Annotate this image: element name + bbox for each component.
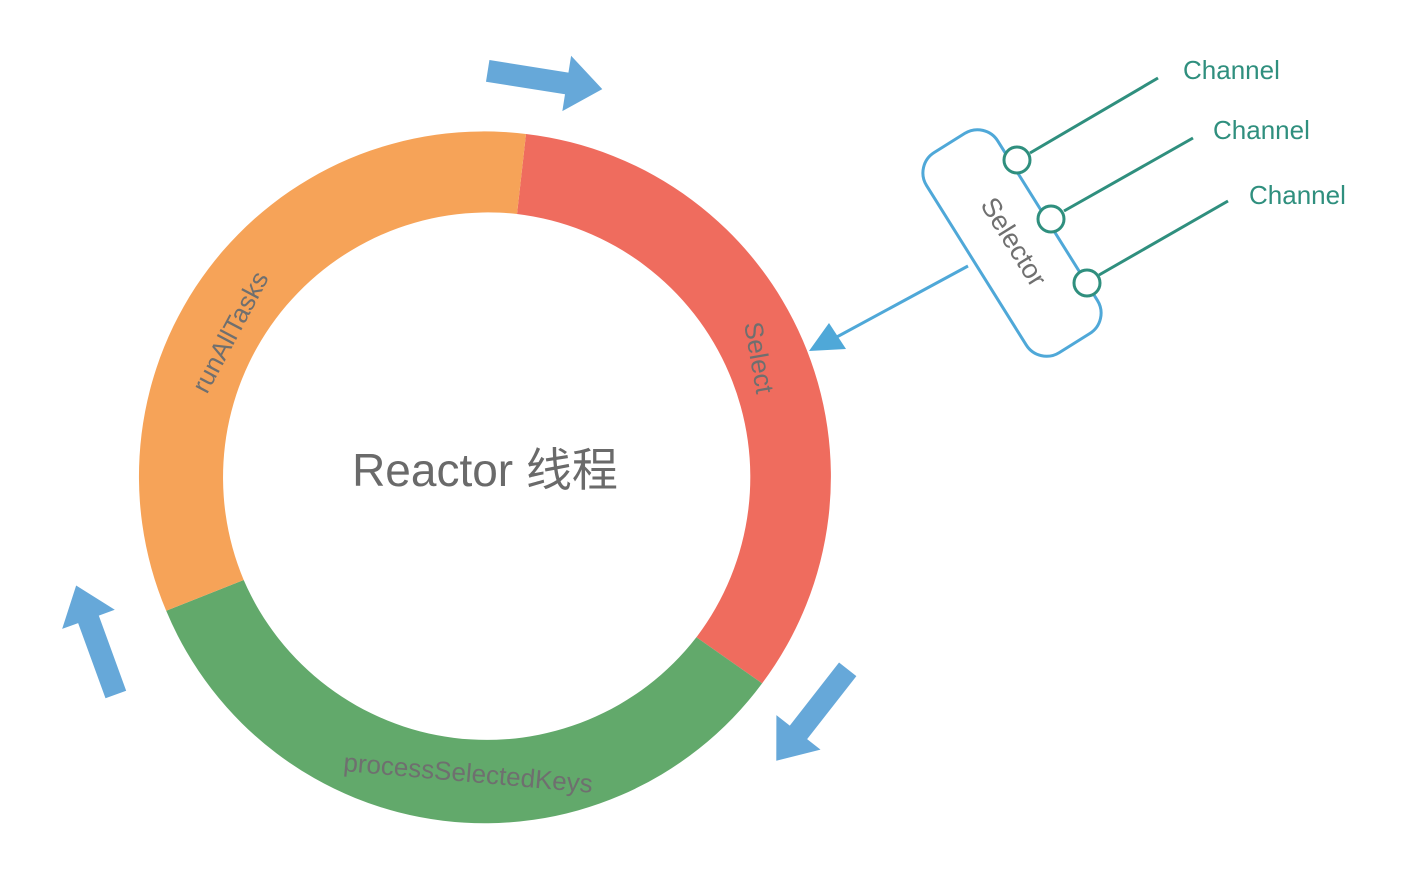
ring-segment-run-all-tasks [138, 131, 526, 611]
channel-connector-3 [1072, 268, 1102, 298]
channel-connector-2 [1036, 204, 1066, 234]
center-title: Reactor 线程 [352, 444, 618, 496]
channel-line-3 [1098, 199, 1229, 277]
arrow-icon-bottom-right [776, 662, 857, 761]
arrow-icon-left [62, 585, 127, 699]
arrowhead-icon [809, 323, 846, 351]
channel-line-1 [1029, 76, 1159, 155]
arrow-icon-top [485, 55, 603, 112]
channel-label-2: Channel [1213, 115, 1310, 145]
channel-line-2 [1063, 136, 1194, 213]
ring-segment-select [517, 134, 831, 684]
channel-label-1: Channel [1183, 55, 1280, 85]
channel-label-3: Channel [1249, 180, 1346, 210]
channel-connector-1 [1002, 145, 1032, 175]
ring-segment-process-selected-keys [166, 580, 763, 824]
selector-to-select-arrow [821, 264, 969, 347]
selector-box: Selector [921, 128, 1103, 358]
